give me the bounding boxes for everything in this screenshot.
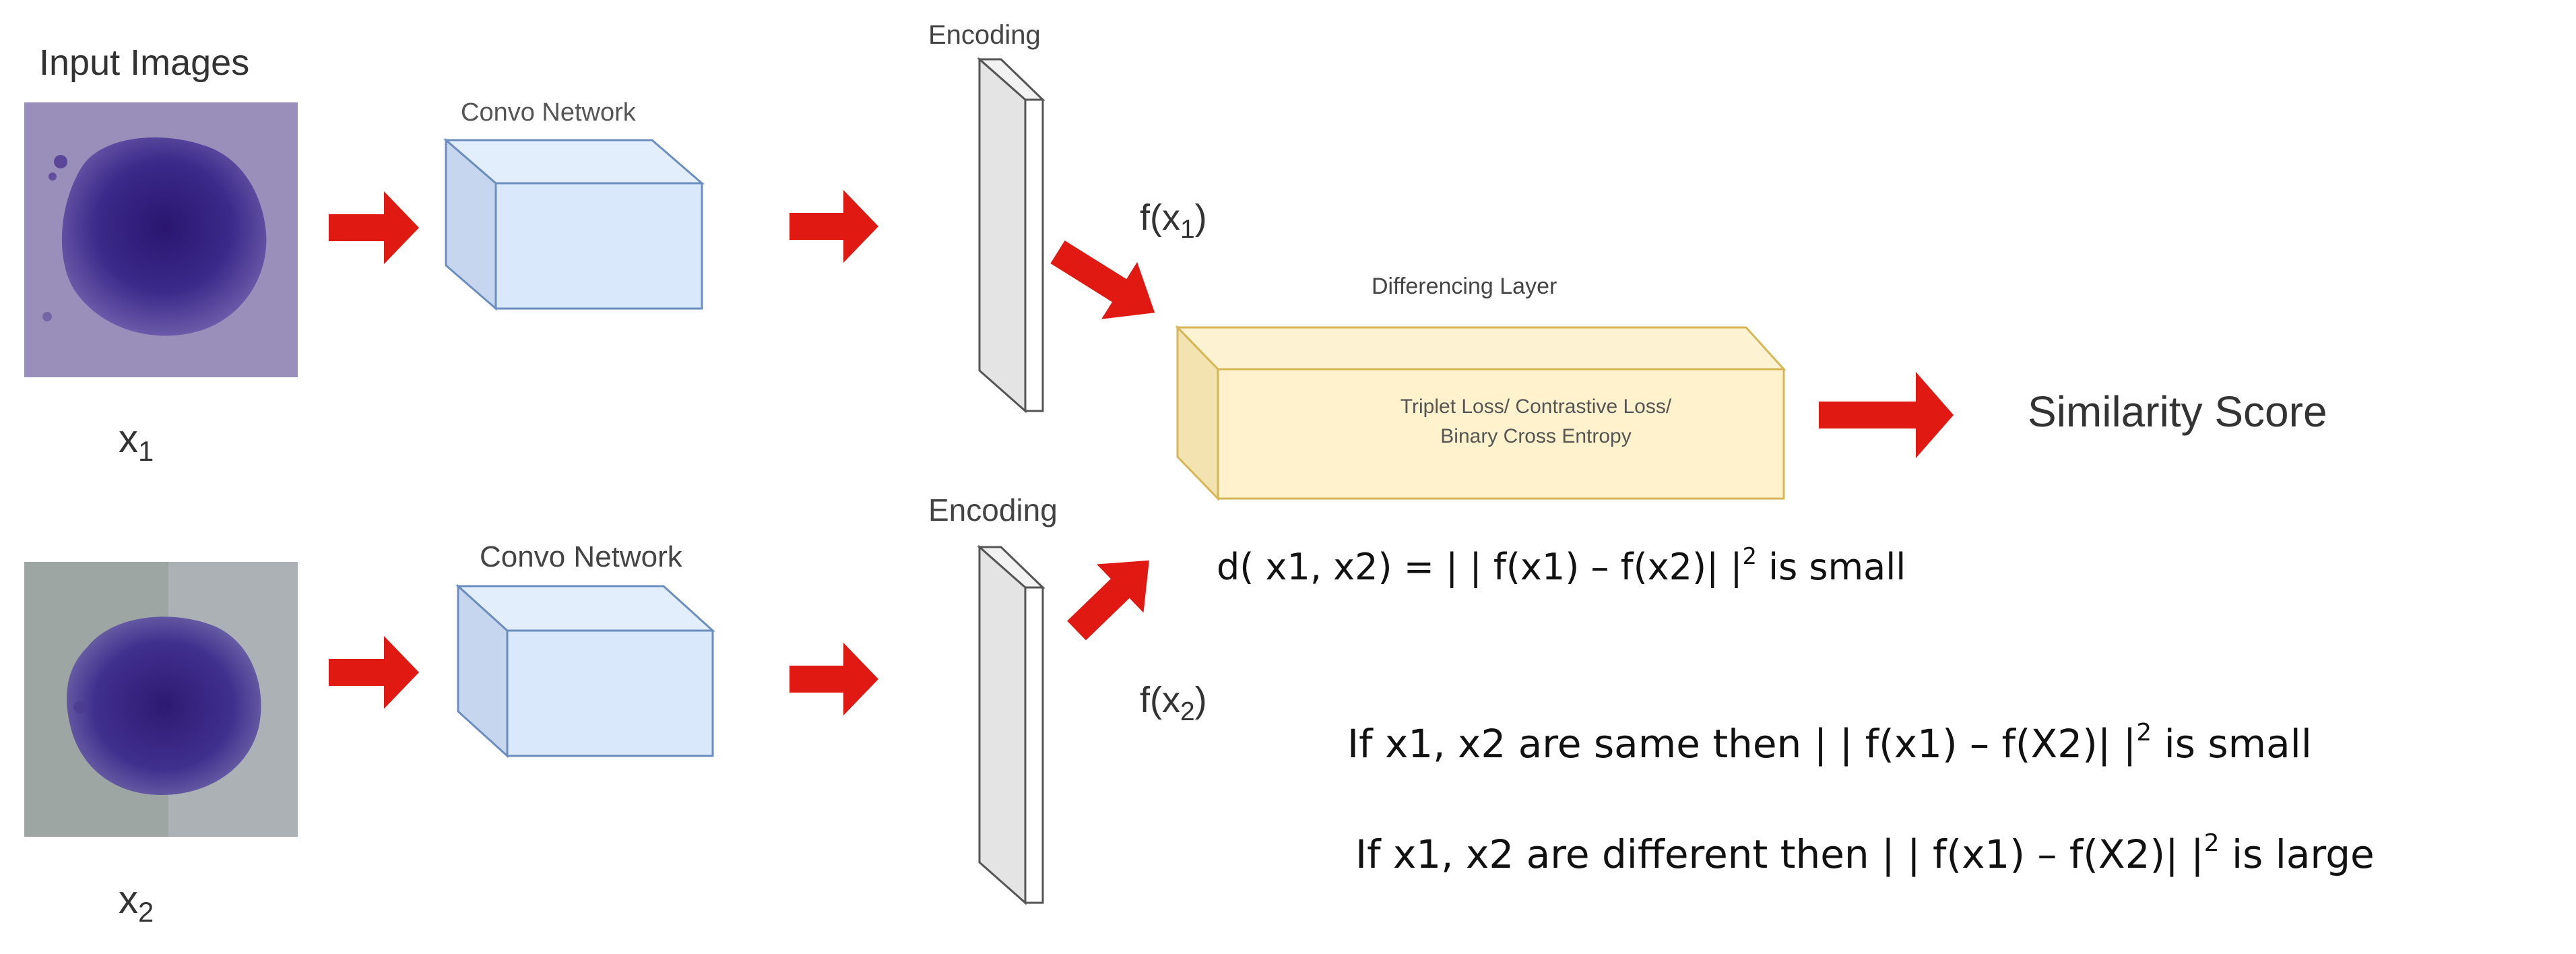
x1-subscript: 1 <box>138 435 154 468</box>
distance-exponent: 2 <box>1742 542 1757 569</box>
diff-main: If x1, x2 are different then | | f(x1) –… <box>1355 831 2204 877</box>
fx1-post: ) <box>1194 197 1207 238</box>
loss-line-1: Triplet Loss/ Contrastive Loss/ <box>1400 395 1672 418</box>
fx1-label: f(x1) <box>1140 197 1207 244</box>
diff-tail: is large <box>2219 831 2375 877</box>
different-condition-equation: If x1, x2 are different then | | f(x1) –… <box>1355 829 2375 877</box>
loss-line-2: Binary Cross Entropy <box>1440 425 1632 447</box>
x1-var: x <box>119 417 138 461</box>
fx2-label: f(x2) <box>1140 679 1207 726</box>
x2-label: x2 <box>119 877 154 928</box>
convo-network-label-bottom: Convo Network <box>480 540 682 573</box>
fx2-pre: f(x <box>1140 680 1180 720</box>
arrow-convo2-to-encoding <box>790 643 878 716</box>
fx1-subscript: 1 <box>1180 215 1195 245</box>
fx2-post: ) <box>1194 680 1207 720</box>
arrow-image1-to-convo <box>329 191 419 264</box>
encoding-bar-bottom <box>977 544 1045 905</box>
differencing-layer-box <box>1175 325 1786 501</box>
input-image-1 <box>24 102 298 377</box>
same-condition-equation: If x1, x2 are same then | | f(x1) – f(X2… <box>1347 718 2312 767</box>
encoding-bar-top <box>977 57 1045 414</box>
x2-var: x <box>119 878 138 922</box>
x2-subscript: 2 <box>138 896 154 928</box>
x1-label: x1 <box>119 416 154 467</box>
distance-main: d( x1, x2) = | | f(x1) – f(x2)| | <box>1217 546 1743 588</box>
fx2-subscript: 2 <box>1180 697 1195 727</box>
convo-network-box-top <box>443 137 705 311</box>
convo-network-label-top: Convo Network <box>461 98 636 127</box>
input-images-label: Input Images <box>39 42 250 83</box>
same-tail: is small <box>2152 721 2312 767</box>
arrow-image2-to-convo <box>329 636 419 709</box>
arrow-fx2-to-diff <box>1067 560 1149 641</box>
similarity-score-label: Similarity Score <box>2028 387 2327 436</box>
convo-network-box-bottom <box>455 583 715 759</box>
differencing-layer-label: Differencing Layer <box>1372 274 1557 299</box>
encoding-label-top: Encoding <box>928 20 1041 50</box>
same-main: If x1, x2 are same then | | f(x1) – f(X2… <box>1347 721 2137 767</box>
arrow-fx1-to-diff <box>1050 241 1155 319</box>
arrow-convo1-to-encoding <box>790 190 878 263</box>
diff-exponent: 2 <box>2203 829 2220 857</box>
distance-tail: is small <box>1756 546 1906 588</box>
arrow-diff-to-similarity <box>1819 372 1954 458</box>
encoding-label-bottom: Encoding <box>928 492 1058 528</box>
same-exponent: 2 <box>2136 718 2152 746</box>
distance-equation: d( x1, x2) = | | f(x1) – f(x2)| |2 is sm… <box>1217 542 1906 588</box>
input-image-2 <box>24 562 298 837</box>
fx1-pre: f(x <box>1140 197 1180 238</box>
loss-text: Triplet Loss/ Contrastive Loss/ Binary C… <box>1213 392 1859 451</box>
